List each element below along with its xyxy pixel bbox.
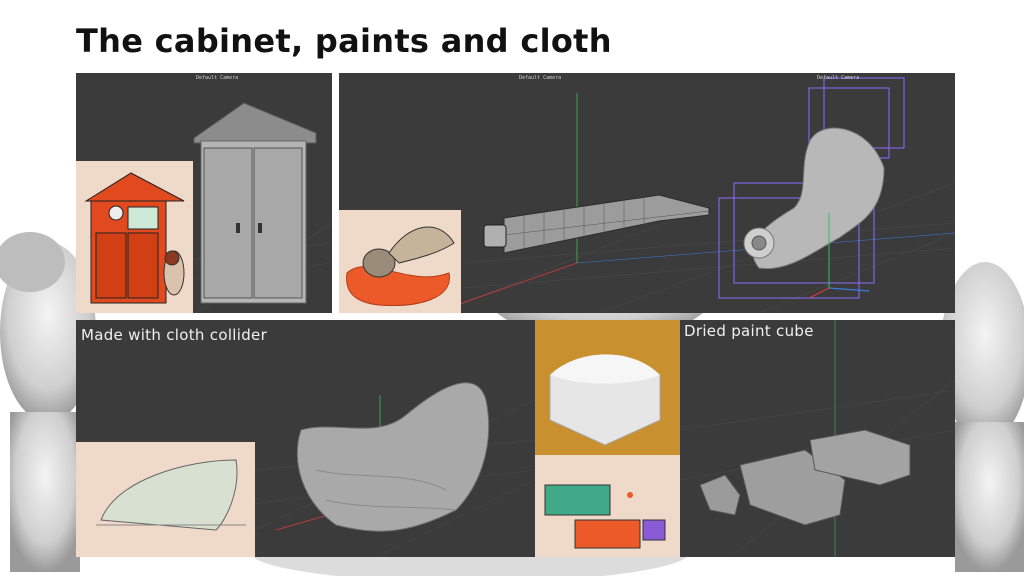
tube-viewport[interactable]: Default Camera Default Camera <box>339 73 955 313</box>
dried-cube-icon <box>699 429 911 526</box>
cabinet-viewport[interactable]: Default Camera <box>76 73 332 313</box>
statue-head-right-icon <box>940 262 1024 572</box>
dried-cube-viewport[interactable]: Dried paint cube <box>680 320 955 557</box>
paint-cube-photo-icon <box>535 320 680 455</box>
paint-cube-photo-panel <box>535 320 680 557</box>
statue-head-left-icon <box>0 232 96 572</box>
cube-caption: Dried paint cube <box>684 322 814 340</box>
cloth-sketch-icon <box>76 442 255 557</box>
paint-sketch-icon <box>339 210 461 313</box>
cloth-caption: Made with cloth collider <box>81 326 268 344</box>
paint-cube-sketch-icon <box>544 484 666 549</box>
cabinet-sketch-icon <box>76 161 193 313</box>
cloth-drape-icon <box>296 382 490 532</box>
paint-tube-icon <box>483 194 710 254</box>
slide-title: The cabinet, paints and cloth <box>76 22 612 60</box>
cloth-rig-icon <box>718 77 905 299</box>
camera-label: Default Camera <box>519 75 562 81</box>
cabinet-model-icon <box>193 102 317 304</box>
cloth-viewport[interactable]: Made with cloth collider <box>76 320 535 557</box>
camera-label: Default Camera <box>196 75 239 81</box>
camera-label: Default Camera <box>817 75 860 81</box>
